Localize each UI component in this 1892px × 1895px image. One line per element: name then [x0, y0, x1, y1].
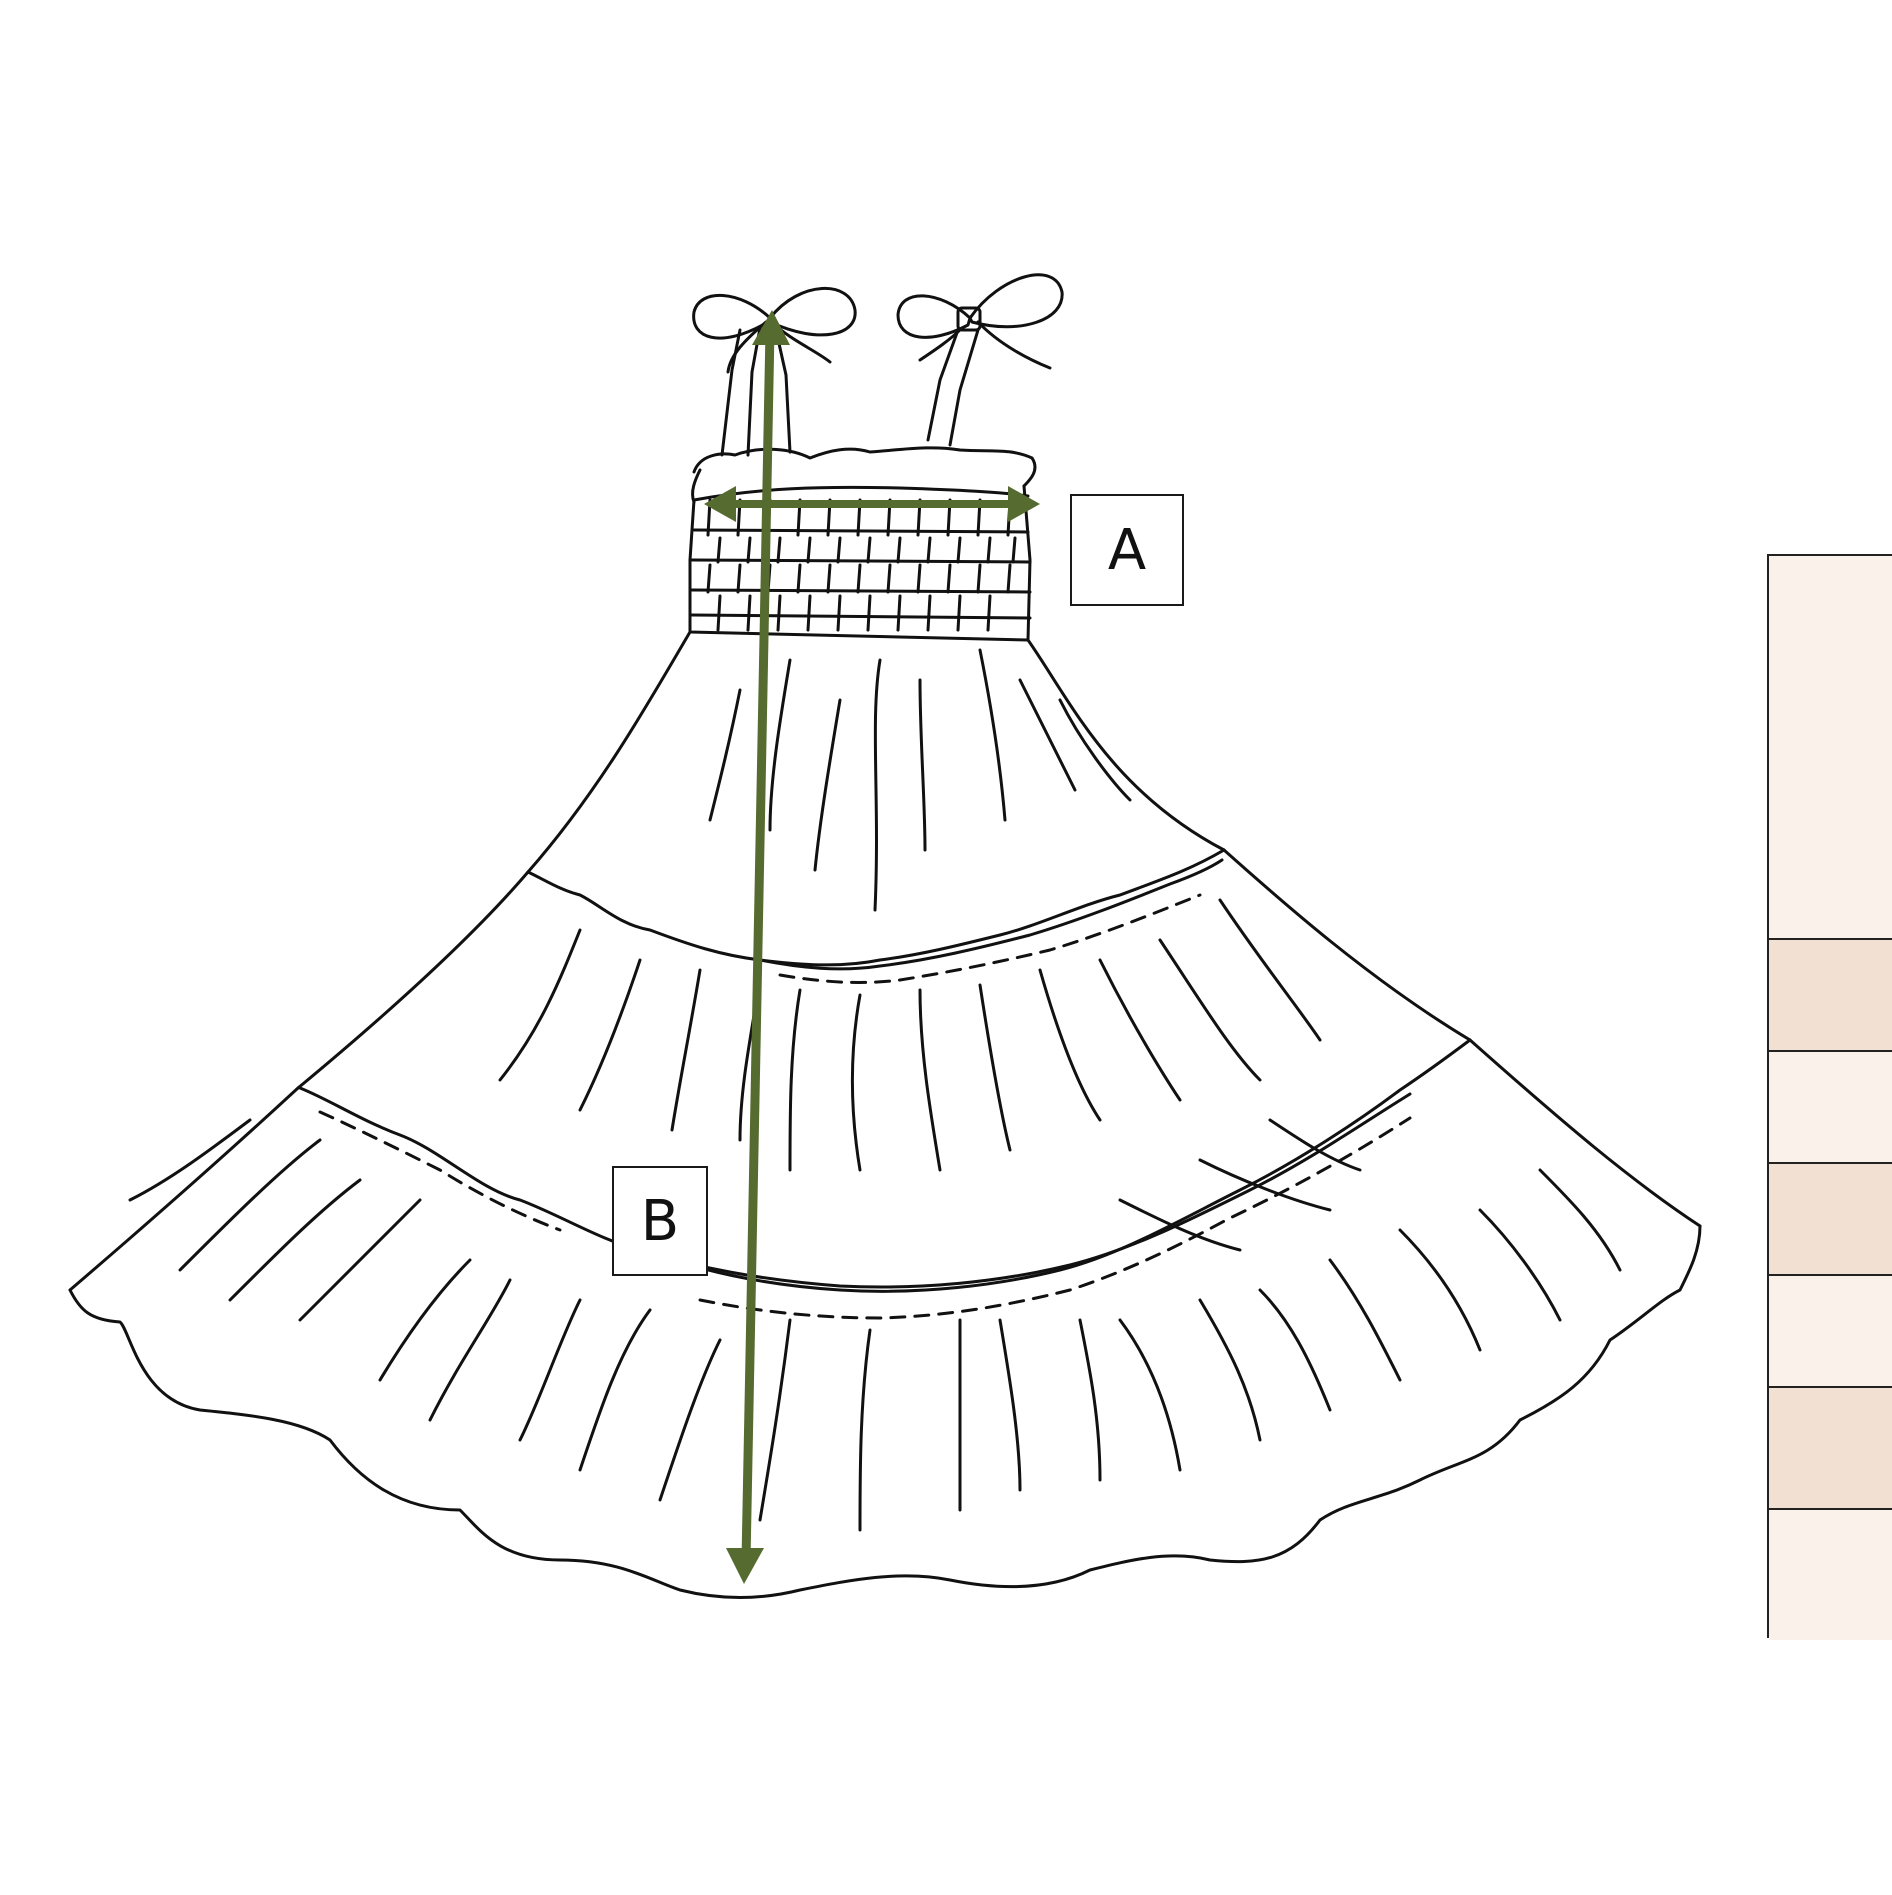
label-a: A: [1070, 494, 1184, 606]
size-table-row: [1769, 1386, 1892, 1508]
measure-arrows: [704, 310, 1040, 1584]
size-table: [1767, 554, 1892, 1640]
size-table-row: [1769, 1050, 1892, 1162]
measurement-b-arrow: [726, 310, 790, 1584]
stitch-lines: [318, 893, 1412, 1320]
skirt-tier-1: [526, 630, 1226, 971]
left-bow: [692, 287, 857, 457]
size-table-row: [1769, 1508, 1892, 1640]
right-bow: [896, 273, 1064, 447]
skirt-tier-3: [68, 1038, 1702, 1599]
skirt-tier-2: [296, 848, 1472, 1293]
size-table-row: [1769, 1162, 1892, 1274]
label-b: B: [612, 1166, 708, 1276]
size-table-row: [1769, 938, 1892, 1050]
size-table-row: [1769, 1274, 1892, 1386]
size-table-row: [1769, 556, 1892, 938]
bodice: [688, 446, 1037, 642]
